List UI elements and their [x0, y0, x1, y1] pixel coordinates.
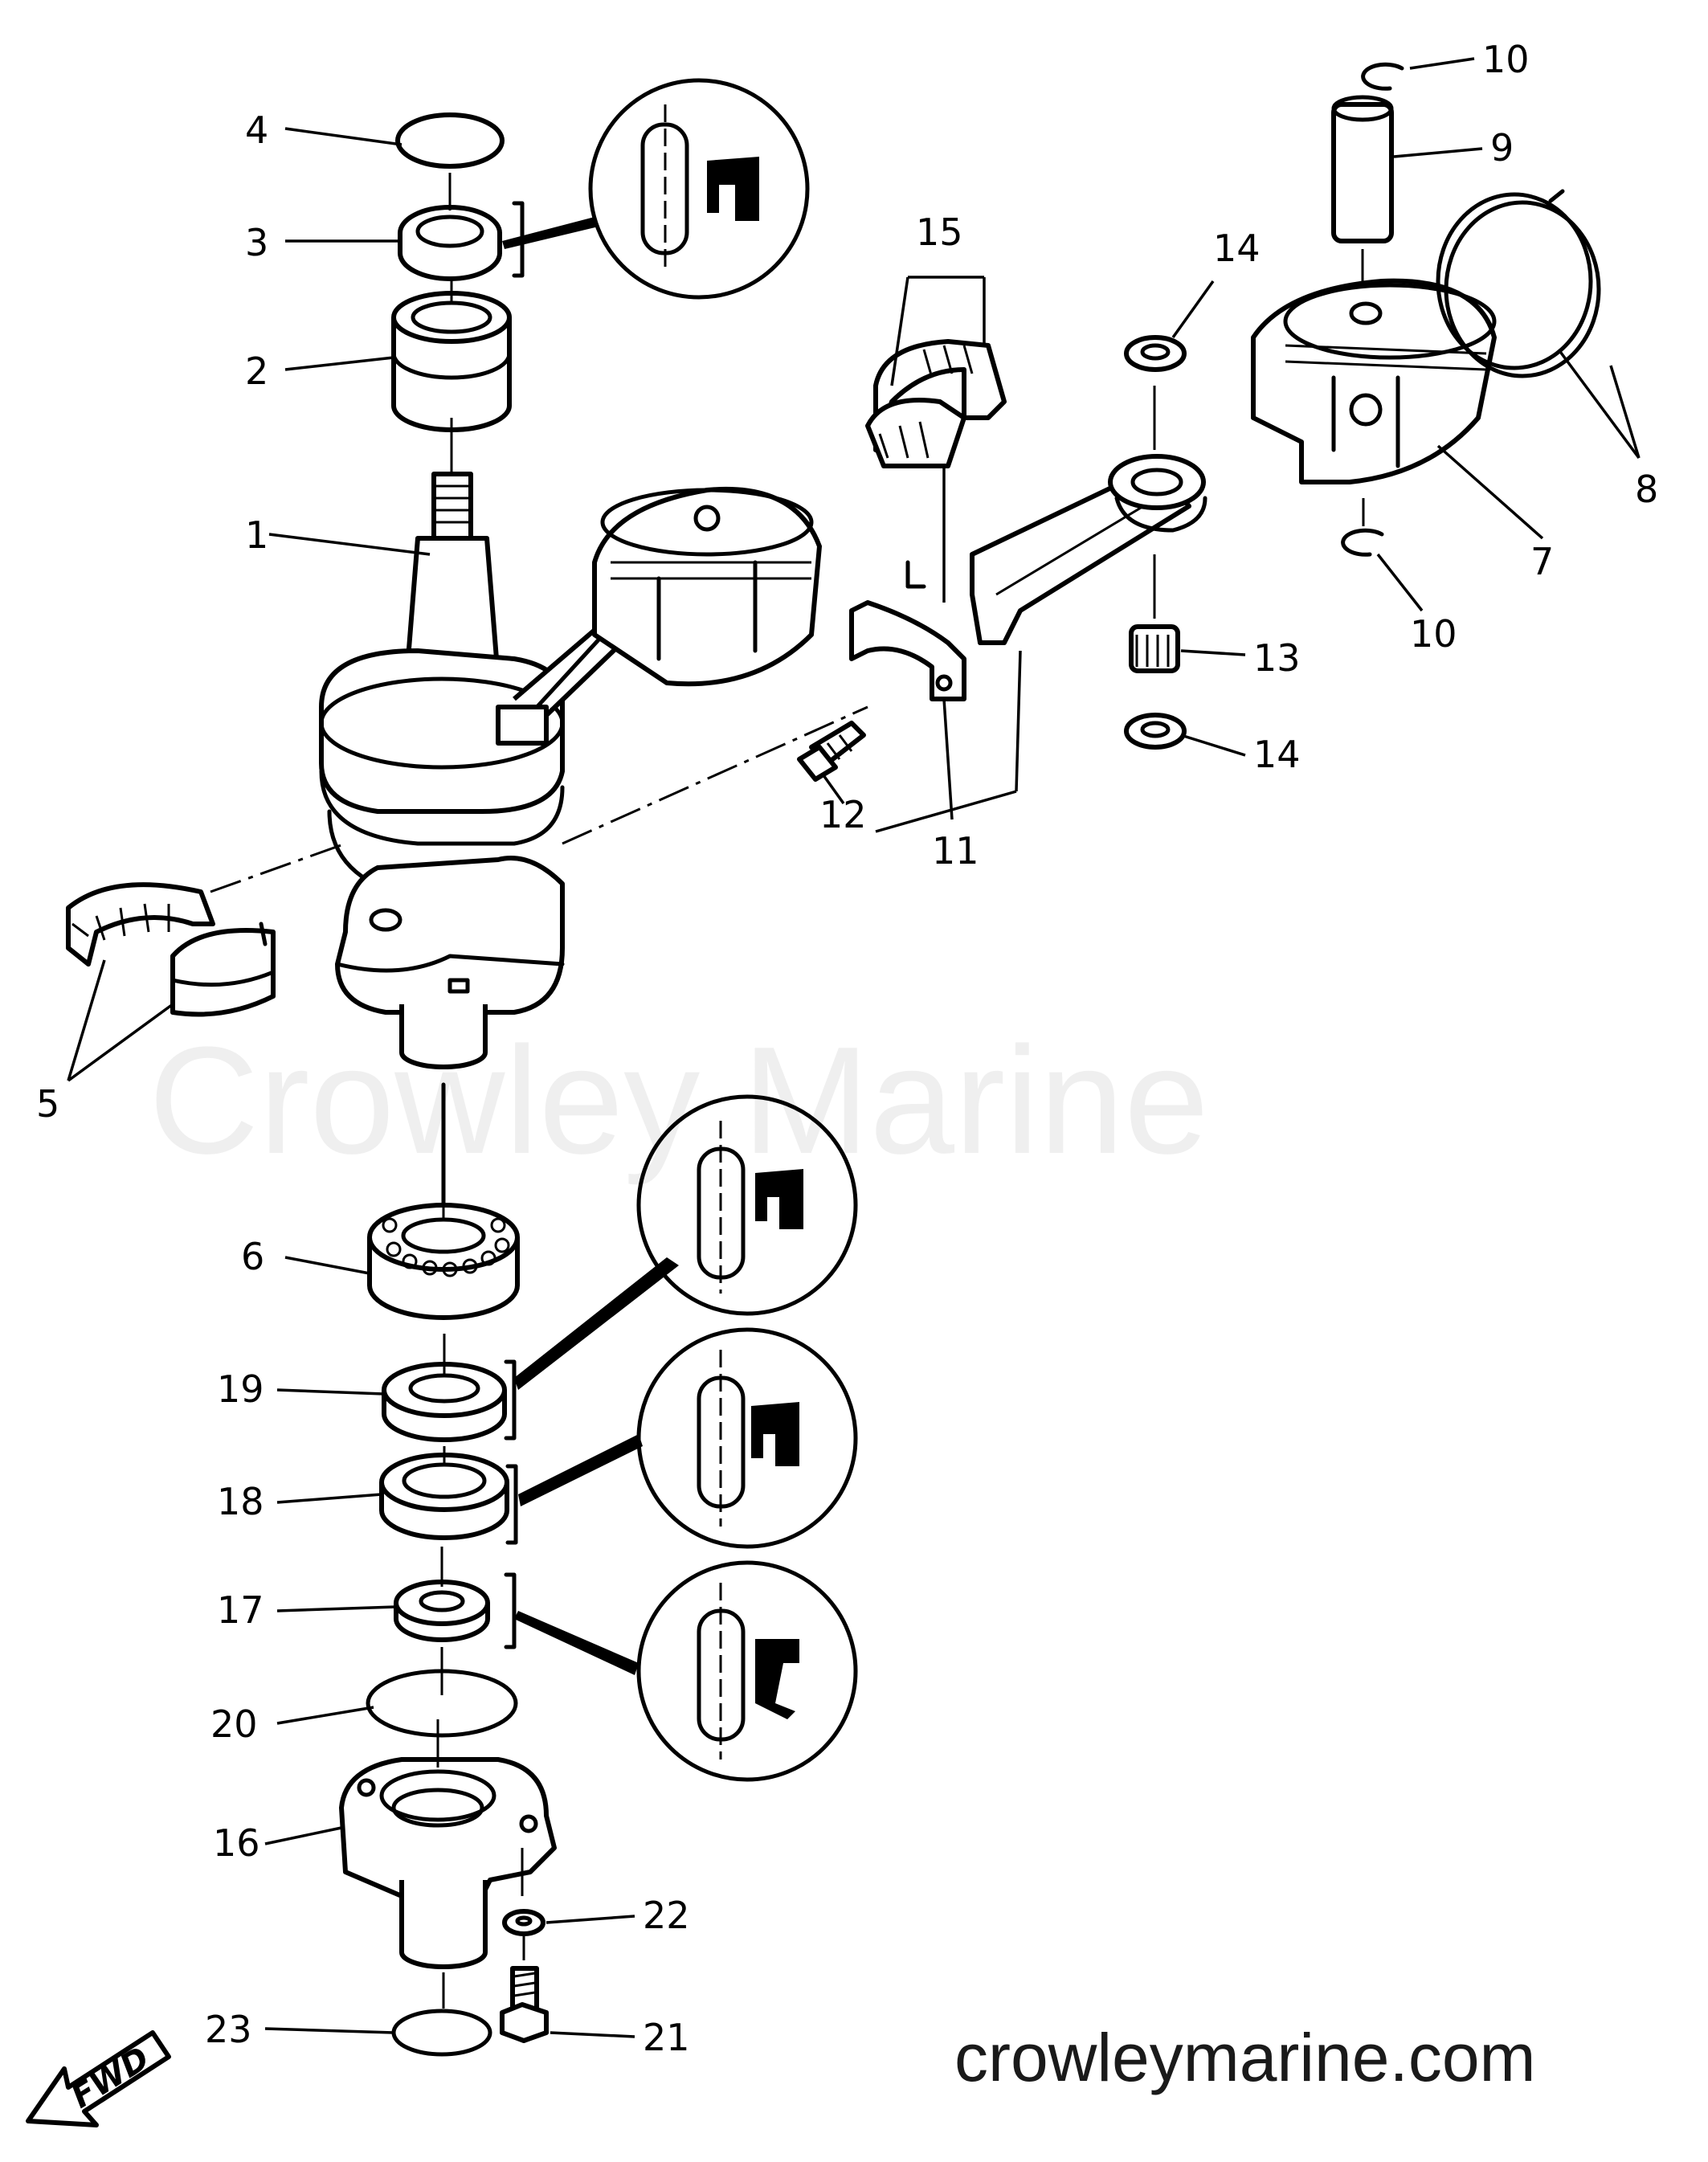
callout-23[interactable]: 23 — [205, 2008, 252, 2051]
part-14-washer-bottom[interactable] — [1124, 713, 1187, 750]
callout-10-bottom[interactable]: 10 — [1410, 612, 1457, 656]
part-22-washer[interactable] — [502, 1909, 545, 1960]
callout-3[interactable]: 3 — [245, 221, 268, 264]
part-9-piston-pin[interactable] — [1331, 95, 1394, 281]
callout-13[interactable]: 13 — [1253, 636, 1301, 680]
callout-7[interactable]: 7 — [1530, 540, 1554, 583]
callout-14-bottom[interactable]: 14 — [1253, 733, 1301, 776]
part-10-clip-top[interactable] — [1361, 62, 1404, 91]
callout-labels: 4 3 2 1 5 6 7 8 9 10 10 11 12 13 14 14 1… — [36, 38, 1658, 2059]
site-url[interactable]: crowleymarine.com — [954, 2020, 1536, 2095]
callout-9[interactable]: 9 — [1490, 126, 1514, 170]
callout-20[interactable]: 20 — [210, 1702, 258, 1746]
part-7-piston[interactable] — [1251, 278, 1497, 484]
callout-1[interactable]: 1 — [245, 513, 268, 557]
part-13-small-end-bearing[interactable] — [1129, 554, 1180, 673]
callout-16[interactable]: 16 — [213, 1821, 260, 1865]
callout-22[interactable]: 22 — [643, 1894, 690, 1937]
part-4-oring[interactable] — [395, 112, 505, 169]
part-18-oil-seal[interactable] — [379, 1446, 518, 1545]
fwd-arrow: FWD — [26, 2030, 171, 2127]
callout-6[interactable]: 6 — [241, 1235, 264, 1278]
part-2-bearing[interactable] — [391, 277, 512, 474]
detail-circle-17 — [514, 1560, 858, 1782]
part-21-bolt[interactable] — [500, 1966, 549, 2043]
crank-piston-assembly — [496, 486, 822, 746]
part-23-oring[interactable] — [391, 2009, 492, 2057]
callout-19[interactable]: 19 — [217, 1367, 264, 1411]
callout-12[interactable]: 12 — [819, 793, 867, 836]
detail-circle-18 — [518, 1327, 858, 1549]
part-10-clip-bottom[interactable] — [1341, 498, 1384, 557]
callout-15[interactable]: 15 — [916, 210, 963, 254]
callout-11[interactable]: 11 — [932, 829, 979, 873]
part-3-oil-seal[interactable] — [398, 173, 502, 281]
part-12-bolt[interactable] — [797, 721, 866, 782]
callout-10-top[interactable]: 10 — [1482, 38, 1530, 81]
part-20-oring[interactable] — [366, 1669, 518, 1738]
callout-2[interactable]: 2 — [245, 349, 268, 393]
fwd-label: FWD — [65, 2040, 156, 2115]
callout-8[interactable]: 8 — [1635, 468, 1658, 511]
part-19-oil-seal[interactable] — [382, 1334, 517, 1442]
callout-17[interactable]: 17 — [217, 1588, 264, 1632]
callout-5[interactable]: 5 — [36, 1082, 59, 1126]
leader-lines — [67, 57, 1641, 2038]
watermark-text: Crowley Marine — [149, 1016, 1209, 1186]
part-1-crankshaft[interactable] — [319, 472, 565, 1069]
part-15-needle-bearing[interactable] — [865, 339, 1007, 468]
part-11-connecting-rod[interactable] — [849, 454, 1207, 701]
part-8-piston-rings[interactable] — [1436, 189, 1601, 378]
part-16-housing[interactable] — [339, 1719, 557, 2009]
callout-18[interactable]: 18 — [217, 1480, 264, 1523]
part-17-oil-seal[interactable] — [394, 1547, 517, 1695]
part-14-washer-top[interactable] — [1124, 335, 1187, 450]
centerline-5 — [210, 842, 346, 893]
detail-circle-19 — [514, 1094, 858, 1390]
centerline-11 — [562, 705, 868, 845]
callout-4[interactable]: 4 — [245, 108, 268, 152]
part-6-ball-bearing[interactable] — [367, 1197, 520, 1320]
callout-21[interactable]: 21 — [643, 2016, 690, 2059]
detail-circle-top — [502, 78, 810, 300]
callout-14-top[interactable]: 14 — [1213, 227, 1261, 270]
part-5-crank-bearing[interactable] — [66, 882, 276, 1017]
